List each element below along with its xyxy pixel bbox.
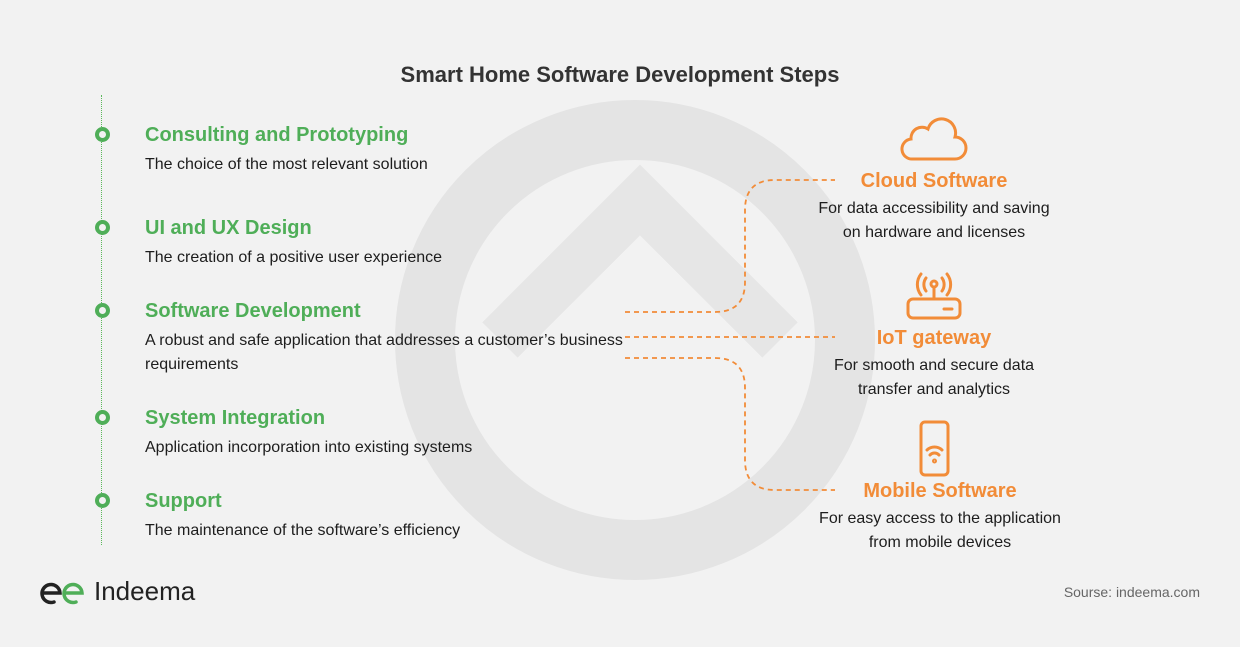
output-title: Cloud Software: [860, 170, 1008, 192]
timeline-dot: [95, 410, 110, 425]
timeline-dot: [95, 493, 110, 508]
logo-text: Indeema: [94, 576, 196, 606]
output-desc: on hardware and licenses: [842, 224, 1026, 241]
output-title: IoT gateway: [876, 327, 992, 349]
output-desc: For data accessibility and saving: [818, 200, 1050, 217]
smartphone-icon: [919, 420, 950, 477]
step-desc: The maintenance of the software’s effici…: [145, 522, 461, 539]
timeline-dot: [95, 303, 110, 318]
step-desc: A robust and safe application that addre…: [145, 332, 623, 373]
step-title: UI and UX Design: [145, 217, 312, 239]
step-title: Software Development: [145, 300, 361, 322]
page-title: Smart Home Software Development Steps: [400, 62, 840, 87]
step-title: System Integration: [145, 407, 326, 429]
step-desc: Application incorporation into existing …: [145, 439, 473, 456]
logo-mark-icon: [40, 582, 84, 604]
cloud-icon: [900, 117, 968, 161]
timeline-dot: [95, 127, 110, 142]
source-note: Sourse: indeema.com: [1063, 584, 1200, 600]
step-title: Support: [145, 490, 222, 512]
step-software-development: Software Development A robust and safe ap…: [95, 300, 625, 377]
output-desc: For smooth and secure data: [833, 357, 1035, 374]
indeema-logo: Indeema: [40, 576, 195, 607]
output-desc: from mobile devices: [868, 534, 1012, 551]
step-desc: The creation of a positive user experien…: [145, 249, 443, 266]
timeline-line: [101, 95, 102, 545]
router-icon: [906, 272, 962, 320]
step-desc: The choice of the most relevant solution: [145, 156, 428, 173]
output-title: Mobile Software: [863, 480, 1017, 502]
timeline-dot: [95, 220, 110, 235]
step-title: Consulting and Prototyping: [145, 124, 409, 146]
output-desc: transfer and analytics: [857, 381, 1011, 398]
output-desc: For easy access to the application: [819, 510, 1061, 527]
